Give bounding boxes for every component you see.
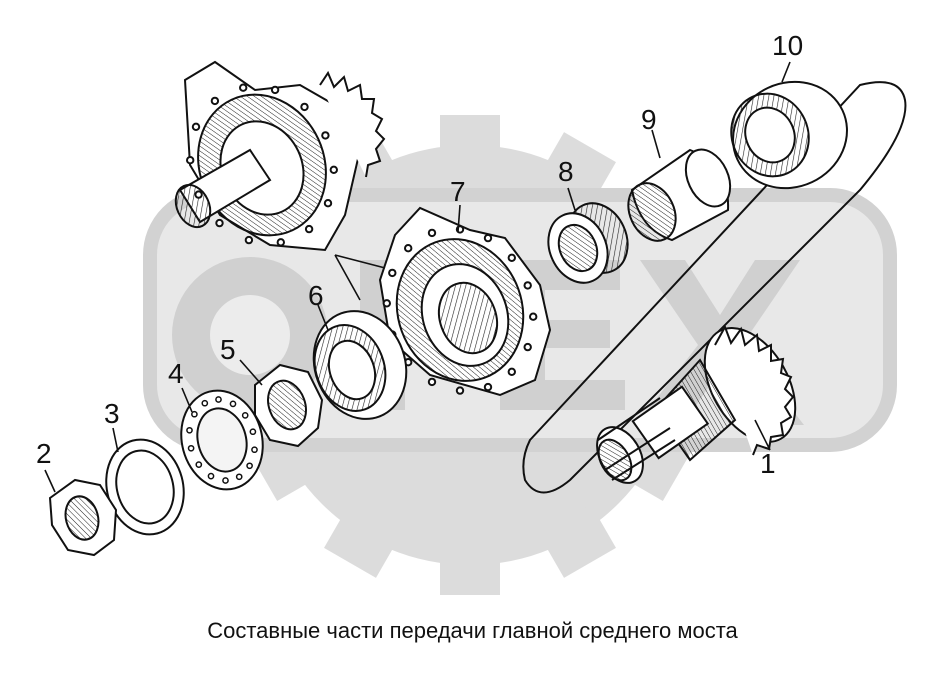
assembled-drive-unit [174,60,386,252]
diagram-caption: Составные части передачи главной среднег… [207,618,738,643]
callout-1: 1 [760,448,776,479]
part-3-washer [105,438,185,536]
part-6-bearing [312,310,408,420]
part-5-nut [254,363,324,448]
part-10-bearing [730,80,848,190]
callout-2: 2 [36,438,52,469]
part-9-sleeve [627,148,732,242]
callout-7: 7 [450,176,466,207]
callout-4: 4 [168,358,184,389]
callout-10: 10 [772,30,804,61]
part-4-lock-washer [180,389,264,491]
callout-3: 3 [104,398,120,429]
callout-5: 5 [220,334,236,365]
part-8-spacer [547,202,629,284]
callout-6: 6 [308,280,324,311]
part-7-bearing-housing [378,206,552,397]
part-1-pinion-shaft [522,81,907,494]
leader-lines [44,61,791,493]
callout-8: 8 [558,156,574,187]
callout-9: 9 [641,104,657,135]
part-2-hex-nut [48,478,118,557]
